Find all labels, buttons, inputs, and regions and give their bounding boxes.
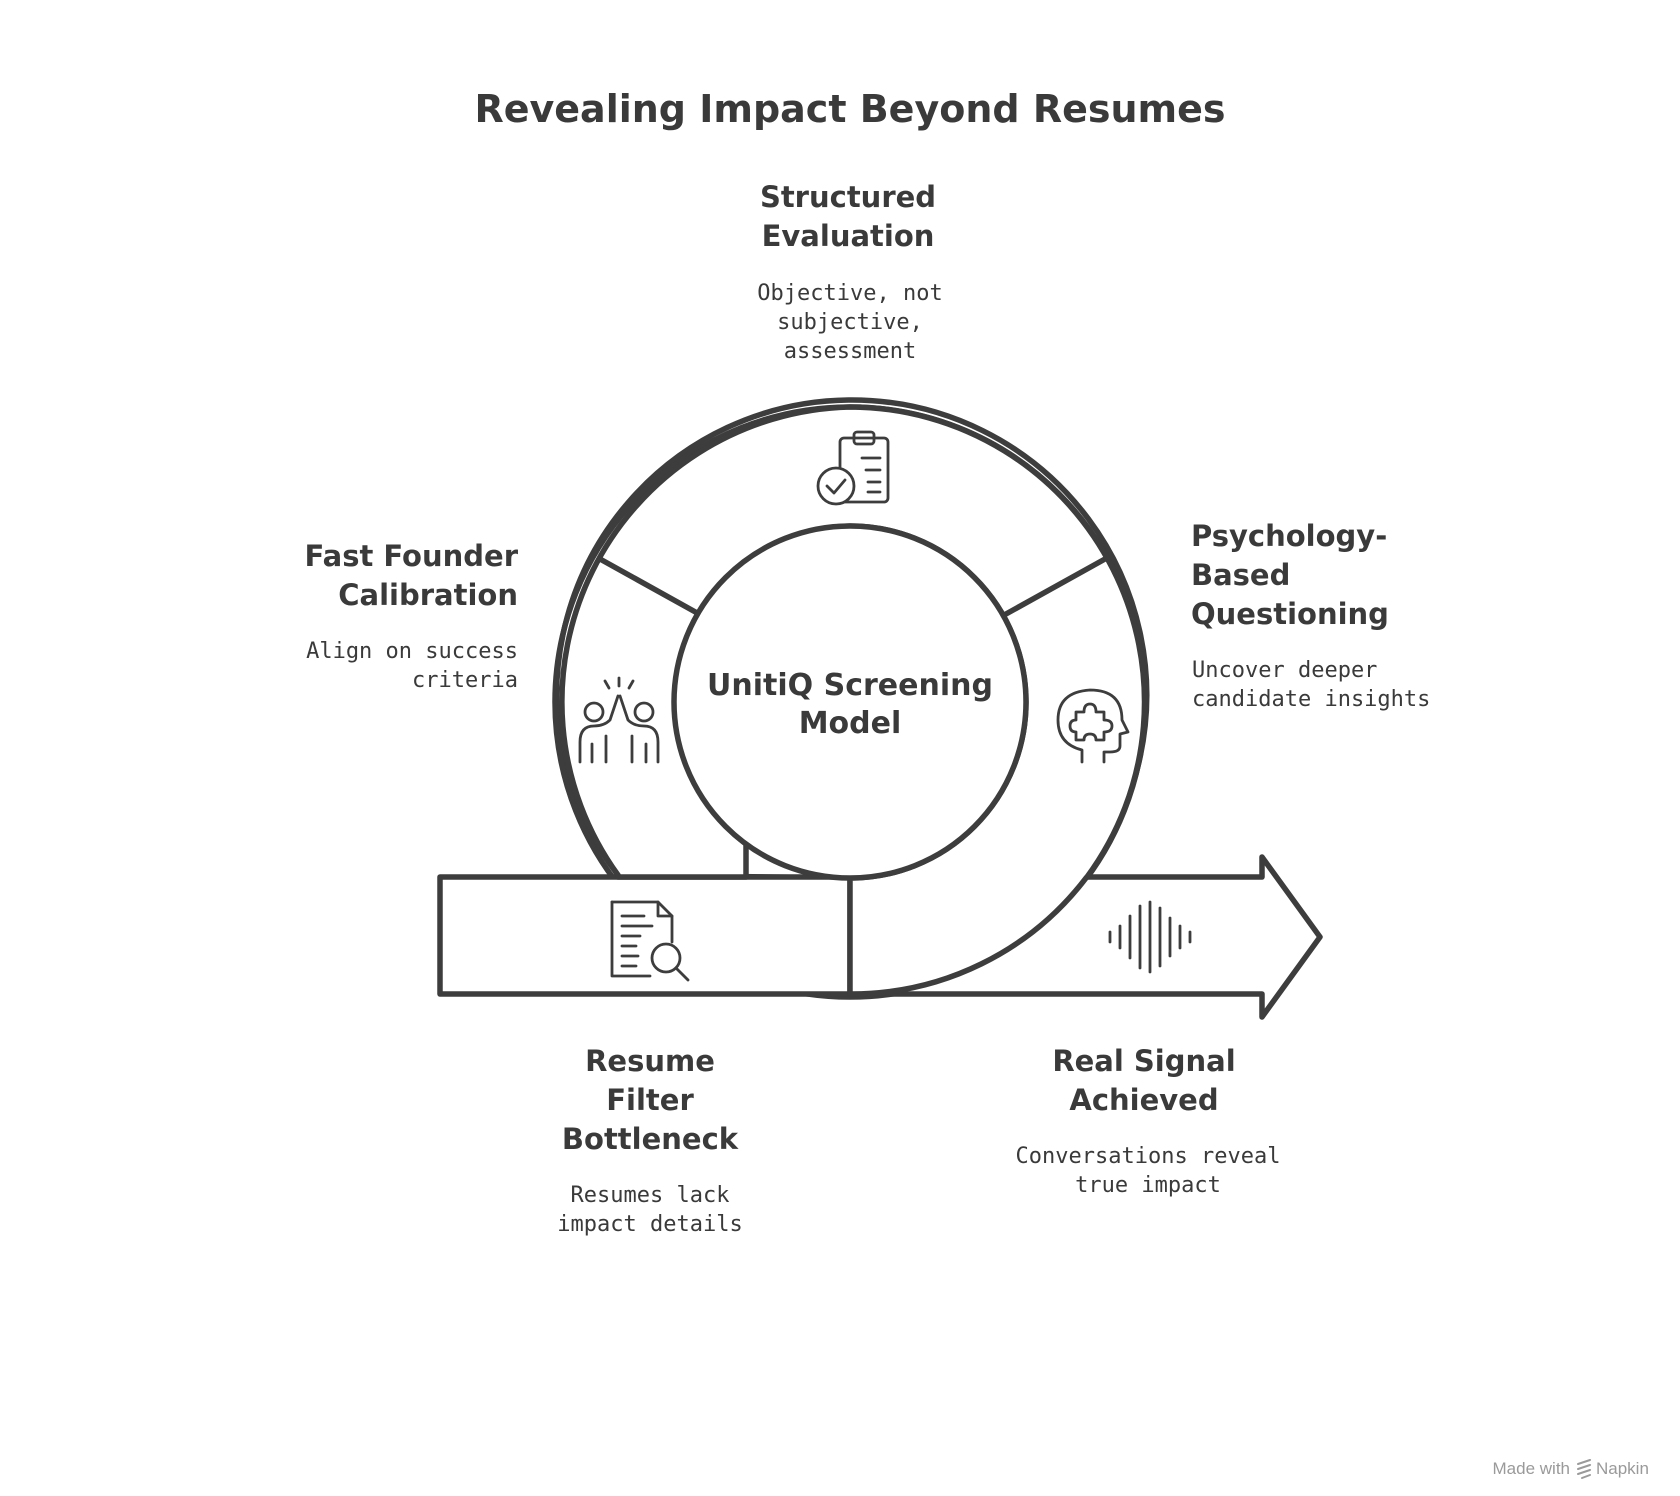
high-five-icon — [578, 676, 660, 764]
stage-desc-line: assessment — [784, 339, 916, 364]
stage-desc-line: true impact — [1075, 1173, 1221, 1198]
stage-title-line: Real Signal — [1052, 1044, 1235, 1078]
stage-desc-line: Align on success — [306, 639, 518, 664]
stage-title-line: Calibration — [338, 578, 518, 612]
stage-title-line: Questioning — [1191, 597, 1389, 631]
ring-divider-right — [1003, 556, 1108, 617]
diagram-title: Revealing Impact Beyond Resumes — [474, 87, 1225, 131]
head-puzzle-icon — [1056, 688, 1130, 764]
stage-title-line: Fast Founder — [305, 539, 519, 573]
clipboard-check-icon — [816, 430, 890, 506]
stage-title-line: Bottleneck — [562, 1122, 739, 1156]
footer-watermark: Made with Napkin — [1493, 1459, 1649, 1479]
stage-title-line: Resume — [585, 1044, 715, 1078]
stage-desc-line: Conversations reveal — [1016, 1144, 1281, 1169]
center-circle — [671, 523, 1029, 881]
stage-psychology-questioning: Psychology- Based Questioning Uncover de… — [1191, 519, 1430, 712]
center-label-line2: Model — [799, 706, 902, 741]
stage-title-line: Filter — [606, 1083, 694, 1117]
sound-wave-icon — [1108, 900, 1192, 974]
stage-title-line: Achieved — [1069, 1083, 1218, 1117]
stage-desc-line: Uncover deeper — [1192, 658, 1377, 683]
stage-desc-line: criteria — [412, 668, 518, 693]
stage-desc-line: Resumes lack — [571, 1183, 730, 1208]
stage-founder-calibration: Fast Founder Calibration Align on succes… — [305, 539, 519, 693]
stage-real-signal: Real Signal Achieved Conversations revea… — [1016, 1044, 1281, 1198]
stage-structured-evaluation: Structured Evaluation Objective, not sub… — [757, 180, 942, 364]
stage-desc-line: Objective, not — [757, 281, 942, 306]
footer-brand: Napkin — [1596, 1459, 1649, 1478]
stage-resume-bottleneck: Resume Filter Bottleneck Resumes lack im… — [557, 1044, 742, 1237]
stage-title-line: Evaluation — [762, 219, 935, 253]
napkin-logo-icon — [1577, 1459, 1591, 1479]
ring-divider-left — [597, 556, 702, 617]
document-search-icon — [610, 900, 690, 982]
stage-desc-line: impact details — [557, 1212, 742, 1237]
center-label-line1: UnitiQ Screening — [707, 668, 993, 703]
stage-desc-line: subjective, — [777, 310, 923, 335]
stage-title-line: Based — [1191, 558, 1290, 592]
stage-title-line: Psychology- — [1191, 519, 1387, 553]
footer-label: Made with — [1493, 1459, 1570, 1478]
stage-desc-line: candidate insights — [1192, 687, 1430, 712]
stage-title-line: Structured — [760, 180, 936, 214]
